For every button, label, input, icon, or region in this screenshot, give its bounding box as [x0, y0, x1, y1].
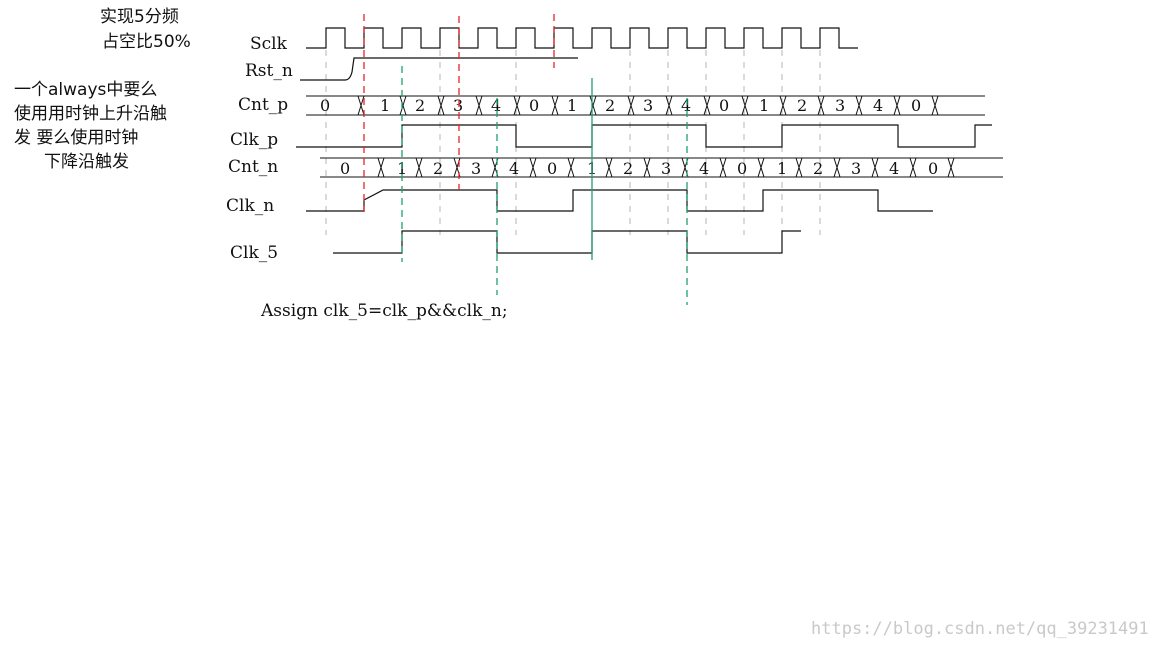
cnt-n-value: 4: [699, 159, 709, 178]
cnt-p-value: 3: [453, 96, 463, 115]
cnt-p-value: 0: [719, 96, 729, 115]
cnt-p-value: 2: [605, 96, 615, 115]
bus-cnt-n: 0 1 2 3 4 0 1 2 3 4 0 1 2 3 4 0: [320, 157, 1003, 178]
cnt-p-value: 1: [380, 96, 390, 115]
cnt-p-value: 1: [567, 96, 577, 115]
watermark: https://blog.csdn.net/qq_39231491: [811, 619, 1149, 639]
wave-clk-n: [306, 189, 933, 212]
cnt-n-value: 1: [777, 159, 787, 178]
cnt-n-value: 0: [340, 159, 350, 178]
label-rst-n: Rst_n: [245, 61, 293, 81]
cnt-n-value: 0: [928, 159, 938, 178]
wave-sclk: [306, 27, 858, 49]
side-note-line-2: 使用用时钟上升沿触: [14, 103, 167, 124]
cnt-p-value: 0: [320, 96, 330, 115]
cnt-n-value: 3: [471, 159, 481, 178]
title-line-2: 占空比50%: [102, 32, 191, 52]
cnt-p-value: 4: [491, 96, 501, 115]
cnt-n-value: 3: [661, 159, 671, 178]
cnt-p-value: 0: [529, 96, 539, 115]
label-clk-p: Clk_p: [230, 130, 278, 150]
cnt-p-value: 2: [415, 96, 425, 115]
cnt-p-value: 4: [873, 96, 883, 115]
cnt-n-value: 2: [813, 159, 823, 178]
label-cnt-p: Cnt_p: [238, 95, 288, 115]
side-note-line-4: 下降沿触发: [44, 152, 129, 172]
cnt-p-value: 2: [797, 96, 807, 115]
cnt-n-value: 4: [509, 159, 519, 178]
label-clk-5: Clk_5: [230, 243, 278, 263]
label-clk-n: Clk_n: [226, 196, 274, 216]
wave-rst-n: [300, 57, 578, 81]
cnt-p-value: 0: [911, 96, 921, 115]
wave-clk-5: [333, 230, 801, 254]
label-sclk: Sclk: [250, 34, 288, 54]
cnt-n-value: 4: [889, 159, 899, 178]
cnt-p-value: 1: [759, 96, 769, 115]
cnt-n-value: 3: [851, 159, 861, 178]
side-note-line-1: 一个always中要么: [14, 80, 157, 100]
bus-cnt-p: 0 1 2 3 4 0 1 2 3 4 0 1 2 3 4 0: [306, 95, 985, 116]
cnt-n-value: 2: [433, 159, 443, 178]
rising-edge-markers: [363, 14, 555, 212]
assign-statement: Assign clk_5=clk_p&&clk_n;: [260, 301, 508, 321]
side-note-line-3: 发 要么使用时钟: [14, 127, 138, 148]
title-line-1: 实现5分频: [100, 7, 179, 27]
cnt-p-value: 3: [643, 96, 653, 115]
cnt-n-value: 2: [623, 159, 633, 178]
label-cnt-n: Cnt_n: [228, 157, 278, 177]
cnt-n-value: 0: [547, 159, 557, 178]
cnt-p-value: 4: [681, 96, 691, 115]
cnt-n-value: 0: [737, 159, 747, 178]
falling-edge-markers: [401, 66, 688, 305]
cnt-p-value: 3: [835, 96, 845, 115]
wave-clk-p: [296, 124, 992, 148]
